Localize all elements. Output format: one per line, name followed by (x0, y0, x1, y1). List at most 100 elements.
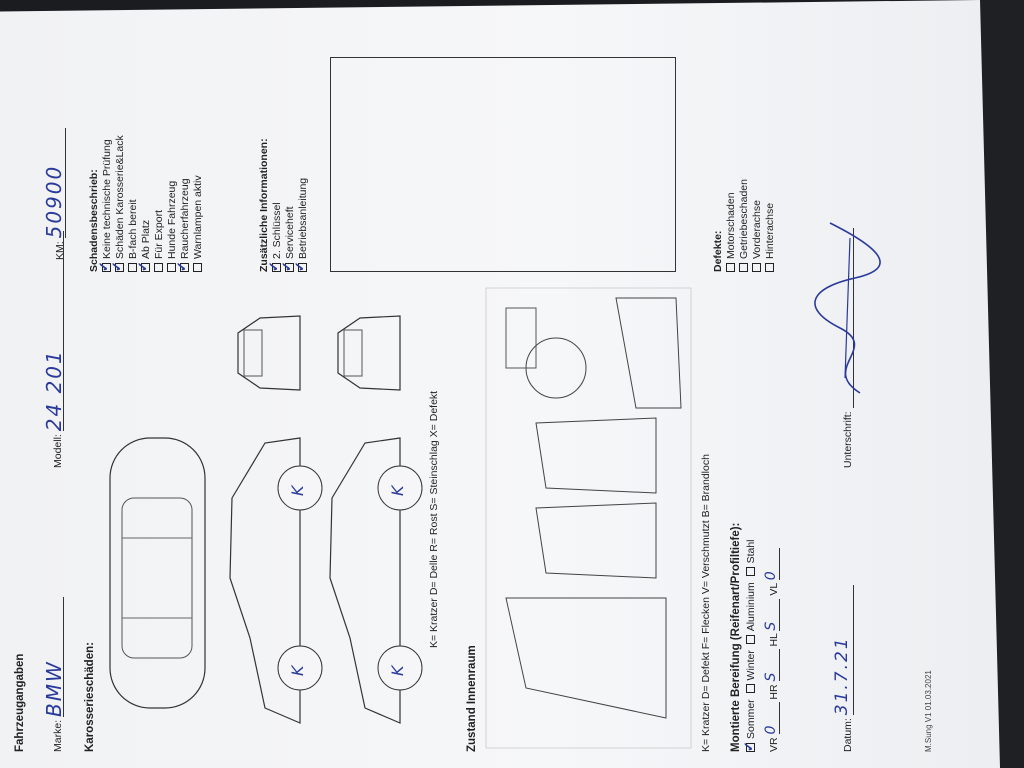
damage-mark: K (288, 663, 307, 677)
vr-label: VR (768, 737, 780, 752)
checkbox[interactable] (726, 263, 735, 272)
checkbox-label: Hunde Fahrzeug (166, 180, 178, 259)
checkbox-label: Keine technische Prüfung (101, 139, 113, 259)
bereifung-options: Sommer Winter Aluminium Stahl (745, 523, 757, 752)
car-diagram-side-left (229, 437, 323, 724)
checkbox-label: Vorderachse (751, 200, 763, 259)
modell-field[interactable]: 24 201 (42, 231, 66, 432)
km-row: KM: 50900 (42, 128, 66, 260)
checkbox-label: Serviceheft (284, 206, 296, 259)
checkbox-item[interactable]: Raucherfahrzeug (179, 135, 192, 272)
checkbox[interactable] (746, 684, 755, 694)
vehicle-inspection-form: Fahrzeugangaben Marke: BMW Modell: 24 20… (0, 0, 1000, 768)
checkbox[interactable] (141, 263, 150, 272)
interior-diagram (485, 287, 692, 749)
checkbox-label: Betriebsanleitung (297, 177, 309, 259)
checkbox[interactable] (739, 263, 748, 272)
bereifung-title: Montierte Bereifung (Reifenart/Profiltie… (730, 522, 742, 752)
damage-mark: K (388, 663, 407, 677)
checkbox-item[interactable]: Serviceheft (284, 138, 297, 272)
legend-interior: K= Kratzer D= Defekt F= Flecken V= Versc… (700, 454, 712, 752)
checkbox-item[interactable]: Hunde Fahrzeug (166, 135, 179, 272)
car-diagram-side-right (329, 437, 423, 724)
car-diagram-rear (237, 315, 301, 391)
vr-field[interactable]: 0 (763, 702, 780, 735)
vl-value: 0 (763, 569, 779, 581)
checkbox-label: B-fach bereit (127, 199, 139, 259)
checkbox-item[interactable]: Hinterachse (764, 179, 777, 272)
marke-label: Marke: (52, 719, 64, 752)
karosserie-label: Karosserieschäden: (84, 642, 96, 752)
form-title: Fahrzeugangaben (14, 653, 26, 752)
hr-field[interactable]: S (763, 649, 780, 682)
checkbox-label: Ab Platz (140, 219, 152, 259)
option-label: Sommer (745, 699, 757, 739)
checkbox[interactable] (115, 263, 124, 272)
marke-row: Marke: BMW (42, 596, 66, 752)
checkbox-item[interactable]: Betriebsanleitung (297, 138, 310, 272)
checkbox[interactable] (746, 635, 755, 645)
checkbox-label: Raucherfahrzeug (179, 178, 191, 259)
checkbox-item[interactable]: Für Export (153, 135, 166, 272)
defekte-section: Defekte: Motorschaden Getriebeschaden Vo… (712, 179, 777, 272)
option-label: Winter (745, 650, 757, 681)
checkbox[interactable] (765, 263, 774, 272)
checkbox-item[interactable]: B-fach bereit (127, 135, 140, 272)
car-diagram-front (337, 315, 401, 391)
checkbox[interactable] (752, 263, 761, 272)
checkbox[interactable] (180, 263, 189, 272)
checkbox[interactable] (298, 263, 307, 272)
vr-value: 0 (763, 723, 779, 735)
footer-version: M.Sung V1 01.03.2021 (924, 670, 933, 752)
zusatz-section: Zusätzliche Informationen: 2. Schlüssel … (258, 138, 310, 272)
vl-label: VL (768, 583, 780, 596)
km-value: 50900 (42, 164, 66, 239)
checkbox-item[interactable]: 2. Schlüssel (271, 138, 284, 272)
hl-field[interactable]: S (763, 598, 780, 631)
checkbox[interactable] (746, 567, 755, 577)
zusatz-title: Zusätzliche Informationen: (258, 138, 270, 272)
checkbox-label: Hinterachse (764, 202, 776, 259)
checkbox-item[interactable]: Keine technische Prüfung (101, 135, 114, 272)
damage-mark: K (388, 483, 407, 497)
paper-sheet (0, 0, 1000, 768)
datum-field[interactable]: 31.7.21 (832, 585, 854, 716)
hl-label: HL (768, 633, 780, 647)
checkbox-label: 2. Schlüssel (271, 202, 283, 259)
checkbox-label: Für Export (153, 209, 165, 259)
km-label: KM: (54, 241, 66, 260)
checkbox[interactable] (746, 743, 755, 752)
checkbox-label: Motorschaden (725, 192, 737, 259)
checkbox-item[interactable]: Warnlampen aktiv (192, 135, 205, 272)
innenraum-label: Zustand Innenraum (466, 645, 478, 752)
option-label: Aluminium (745, 582, 757, 632)
notes-box[interactable] (330, 57, 676, 272)
schadensbeschrieb-section: Schadensbeschrieb: Keine technische Prüf… (88, 135, 205, 272)
defekte-title: Defekte: (712, 230, 724, 272)
modell-value: 24 201 (42, 349, 66, 432)
checkbox[interactable] (154, 263, 163, 272)
hr-value: S (763, 670, 779, 682)
km-field[interactable]: 50900 (42, 128, 66, 239)
checkbox-item[interactable]: Schäden Karosserie&Lack (114, 135, 127, 272)
datum-label: Datum: (842, 718, 854, 752)
checkbox-label: Getriebeschaden (738, 179, 750, 259)
option-label: Stahl (745, 539, 757, 564)
checkbox-item[interactable]: Motorschaden (725, 179, 738, 272)
signature-scribble (814, 222, 881, 394)
car-diagram-top-view (109, 437, 206, 709)
legend-exterior: K= Kratzer D= Delle R= Rost S= Steinschl… (428, 390, 440, 648)
tread-depth-row: VR 0 HR S HL S VL 0 (763, 523, 780, 752)
checkbox-item[interactable]: Vorderachse (751, 179, 764, 272)
marke-field[interactable]: BMW (42, 596, 66, 717)
unterschrift-label: Unterschrift: (842, 411, 854, 468)
hl-value: S (763, 619, 779, 631)
vl-field[interactable]: 0 (763, 548, 780, 581)
checkbox-label: Schäden Karosserie&Lack (114, 135, 126, 259)
marke-value: BMW (42, 660, 66, 717)
modell-row: Modell: 24 201 (42, 231, 66, 468)
checkbox-item[interactable]: Ab Platz (140, 135, 153, 272)
checkbox[interactable] (193, 263, 202, 272)
checkbox-item[interactable]: Getriebeschaden (738, 179, 751, 272)
datum-row: Datum: 31.7.21 (832, 585, 854, 752)
